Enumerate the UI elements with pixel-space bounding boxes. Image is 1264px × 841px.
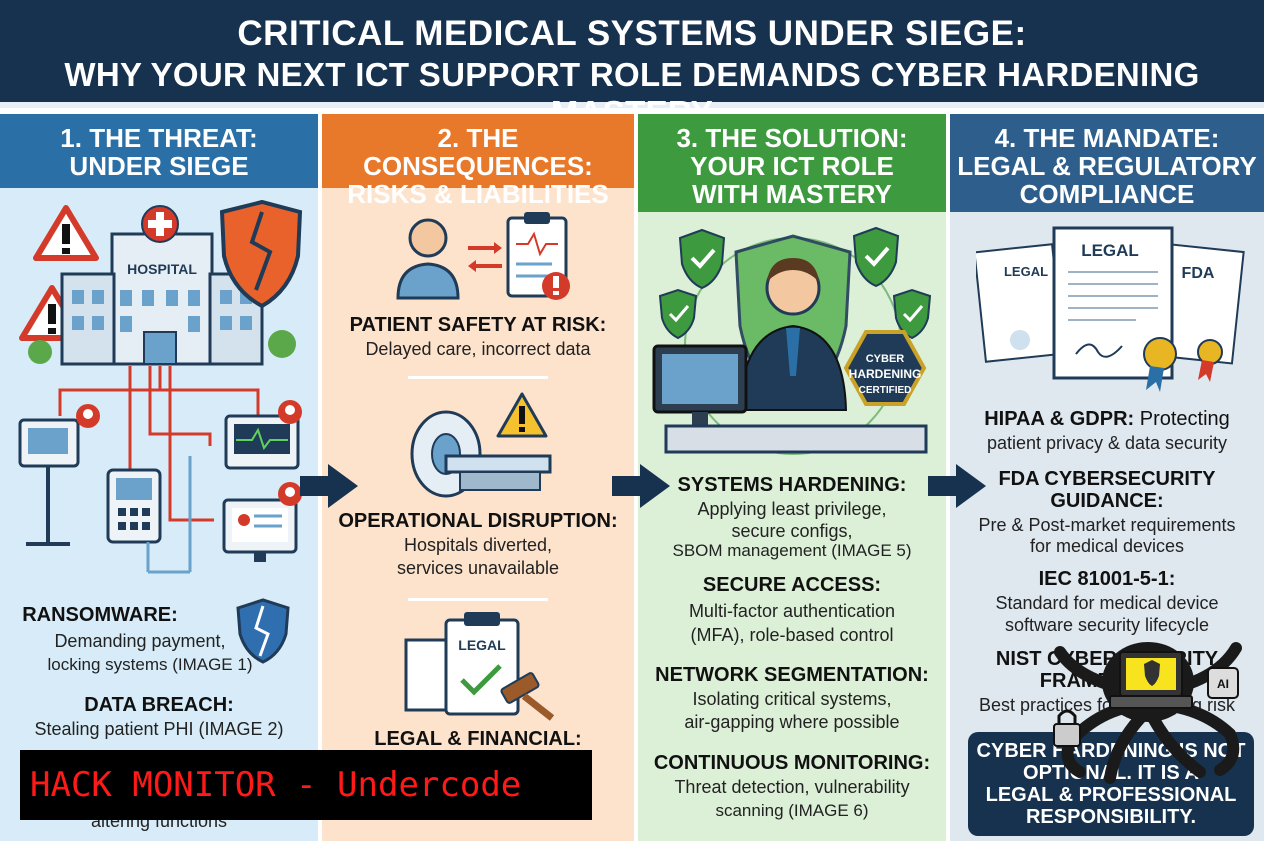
fda-guidance-title-2: GUIDANCE: bbox=[1050, 490, 1164, 512]
column-solution: 3. THE SOLUTION: YOUR ICT ROLE WITH MAST… bbox=[638, 114, 946, 841]
patient-safety-illustration bbox=[396, 212, 570, 300]
flow-arrow bbox=[612, 464, 670, 508]
document-icon: LEGAL bbox=[976, 243, 1065, 363]
systems-hardening-text-1: Applying least privilege, bbox=[697, 499, 887, 519]
award-seal-icon bbox=[1197, 339, 1223, 382]
continuous-monitoring-text-1: Threat detection, vulnerability bbox=[674, 777, 910, 797]
secure-access-text-2: (MFA), role-based control bbox=[690, 625, 894, 645]
cracked-shield-icon bbox=[236, 598, 290, 664]
mri-scanner-icon bbox=[410, 392, 552, 498]
network-segmentation-text-1: Isolating critical systems, bbox=[692, 689, 892, 709]
ict-professional-illustration: CYBER HARDENING CERTIFIED bbox=[652, 226, 932, 455]
continuous-monitoring-title: CONTINUOUS MONITORING: bbox=[653, 752, 931, 774]
continuous-monitoring-text-2: scanning (IMAGE 6) bbox=[715, 801, 869, 820]
systems-hardening-text-3: SBOM management (IMAGE 5) bbox=[672, 541, 912, 560]
technician-avatar bbox=[738, 258, 848, 411]
flow-arrow bbox=[928, 464, 986, 508]
svg-text:AI: AI bbox=[1217, 677, 1229, 691]
ai-chip-icon: AI bbox=[1207, 667, 1239, 699]
svg-text:HARDENING: HARDENING bbox=[849, 367, 922, 381]
systems-hardening-title: SYSTEMS HARDENING: bbox=[677, 474, 907, 496]
warning-icon bbox=[496, 392, 548, 438]
page-title-line1: CRITICAL MEDICAL SYSTEMS UNDER SIEGE: bbox=[237, 14, 1027, 53]
divider bbox=[408, 376, 548, 379]
operational-disruption-title: OPERATIONAL DISRUPTION: bbox=[338, 510, 618, 532]
column-mandate-header: 4. THE MANDATE: LEGAL & REGULATORY COMPL… bbox=[950, 114, 1264, 212]
iec-standard-title: IEC 81001-5-1: bbox=[1038, 568, 1176, 590]
ransomware-text-1: Demanding payment, bbox=[54, 631, 226, 651]
skull-icon bbox=[76, 404, 100, 428]
hospital-label: HOSPITAL bbox=[127, 261, 197, 277]
column-consequences-header: 2. THE CONSEQUENCES: RISKS & LIABILITIES bbox=[322, 114, 634, 208]
svg-text:LEGAL: LEGAL bbox=[1081, 241, 1139, 260]
laptop-icon bbox=[652, 344, 748, 428]
secure-access-title: SECURE ACCESS: bbox=[702, 574, 882, 596]
svg-text:FDA: FDA bbox=[1182, 265, 1215, 282]
column-solution-header: 3. THE SOLUTION: YOUR ICT ROLE WITH MAST… bbox=[638, 114, 946, 212]
compliance-documents-illustration: LEGAL FDA LEGAL bbox=[976, 226, 1245, 392]
gavel-icon bbox=[500, 672, 555, 721]
iec-standard-text-2: software security lifecycle bbox=[1004, 615, 1210, 635]
data-breach-title: DATA BREACH: bbox=[84, 694, 234, 716]
hospital-icon: HOSPITAL bbox=[28, 205, 296, 366]
warning-icon bbox=[33, 205, 99, 261]
watermark-banner: HACK MONITOR - Undercode bbox=[20, 750, 592, 820]
skull-icon bbox=[278, 482, 302, 506]
hipaa-gdpr-title-rest: Protecting bbox=[1134, 408, 1230, 430]
secure-access-text-1: Multi-factor authentication bbox=[688, 601, 896, 621]
ransomware-text-2: locking systems (IMAGE 1) bbox=[47, 655, 253, 674]
shield-check-icon bbox=[658, 288, 698, 340]
legal-clipboard-icon: LEGAL bbox=[444, 612, 520, 716]
flow-arrow bbox=[300, 464, 358, 508]
fda-guidance-text-2: for medical devices bbox=[1029, 536, 1185, 556]
broken-shield-icon bbox=[219, 199, 303, 309]
column-consequences: 2. THE CONSEQUENCES: RISKS & LIABILITIES… bbox=[322, 114, 634, 841]
operational-disruption-text-1: Hospitals diverted, bbox=[403, 535, 553, 555]
page-header: CRITICAL MEDICAL SYSTEMS UNDER SIEGE: WH… bbox=[0, 0, 1264, 131]
legal-clipboard-label: LEGAL bbox=[458, 637, 506, 653]
shield-check-icon bbox=[892, 288, 932, 340]
award-seal-icon bbox=[1143, 337, 1177, 392]
exchange-arrows-icon bbox=[468, 242, 502, 272]
monitor-device-icon bbox=[18, 418, 80, 546]
shield-check-icon bbox=[852, 226, 900, 288]
infusion-pump-icon bbox=[106, 468, 162, 544]
network-segmentation-text-2: air-gapping where possible bbox=[684, 712, 900, 732]
operational-disruption-text-2: services unavailable bbox=[396, 558, 560, 578]
fda-guidance-title: FDA CYBERSECURITY bbox=[998, 468, 1216, 490]
svg-text:CERTIFIED: CERTIFIED bbox=[859, 385, 912, 396]
workstation-icon bbox=[222, 498, 298, 562]
alert-icon bbox=[542, 272, 570, 300]
data-breach-text: Stealing patient PHI (IMAGE 2) bbox=[34, 719, 284, 739]
network-segmentation-title: NETWORK SEGMENTATION: bbox=[655, 664, 929, 686]
legal-financial-title: LEGAL & FINANCIAL: bbox=[374, 728, 582, 750]
padlock-icon bbox=[1053, 709, 1081, 747]
hipaa-gdpr-title: HIPAA & GDPR: bbox=[984, 408, 1135, 430]
hipaa-gdpr-text: patient privacy & data security bbox=[986, 433, 1228, 453]
divider bbox=[408, 598, 548, 601]
svg-text:CYBER: CYBER bbox=[866, 353, 905, 365]
patient-safety-title: PATIENT SAFETY AT RISK: bbox=[349, 314, 607, 336]
hipaa-gdpr-item: HIPAA & GDPR: Protecting bbox=[950, 408, 1264, 431]
patient-safety-text: Delayed care, incorrect data bbox=[365, 339, 591, 359]
shield-check-icon bbox=[678, 228, 726, 290]
attack-lines bbox=[58, 366, 260, 522]
ransomware-title: RANSOMWARE: bbox=[22, 604, 178, 626]
page-title-line2: WHY YOUR NEXT ICT SUPPORT ROLE DEMANDS C… bbox=[64, 56, 1200, 131]
ecg-monitor-icon bbox=[224, 414, 300, 470]
systems-hardening-text-2: secure configs, bbox=[731, 521, 853, 541]
threat-illustration: HOSPITAL bbox=[18, 199, 303, 574]
certified-badge-icon: CYBER HARDENING CERTIFIED bbox=[843, 330, 927, 406]
doctor-icon bbox=[396, 218, 460, 300]
fda-guidance-text-1: Pre & Post-market requirements bbox=[978, 515, 1236, 535]
hacker-octopus-logo: AI bbox=[1053, 642, 1242, 784]
legal-illustration: LEGAL bbox=[404, 612, 555, 721]
laptop-icon bbox=[1109, 651, 1193, 709]
column-threat-header: 1. THE THREAT: UNDER SIEGE bbox=[0, 114, 318, 188]
iec-standard-text-1: Standard for medical device bbox=[995, 593, 1219, 613]
skull-icon bbox=[278, 400, 302, 424]
svg-text:LEGAL: LEGAL bbox=[1004, 264, 1048, 279]
column-threat: 1. THE THREAT: UNDER SIEGE HO bbox=[0, 114, 318, 841]
